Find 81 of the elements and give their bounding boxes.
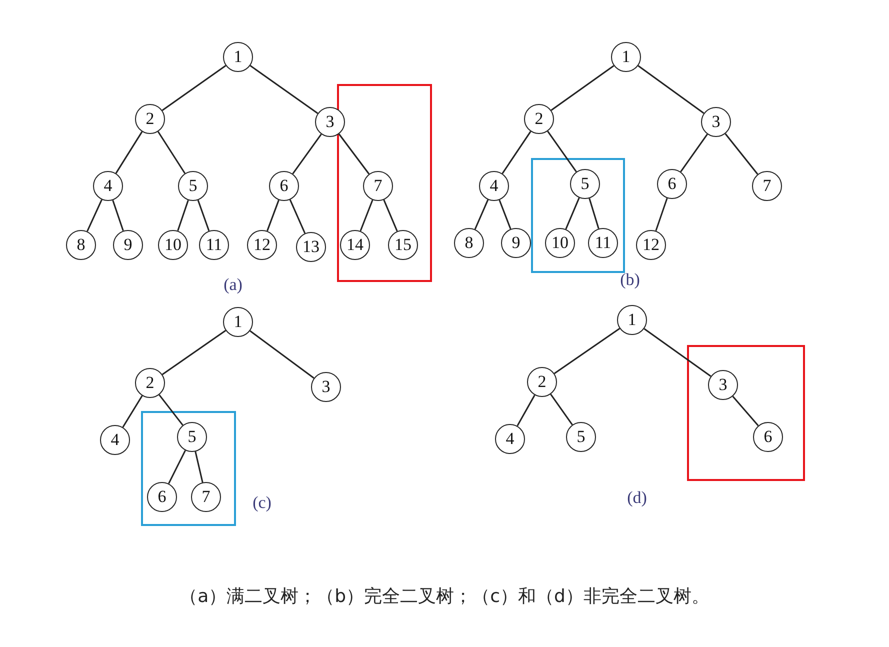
tree-edge xyxy=(588,198,600,229)
tree-edge xyxy=(732,396,759,426)
tree-node: 3 xyxy=(315,107,345,137)
tree-node: 5 xyxy=(570,169,600,199)
tree-node: 8 xyxy=(454,228,484,258)
tree-node: 5 xyxy=(177,422,207,452)
tree-edge xyxy=(266,200,280,232)
tree-node: 1 xyxy=(611,42,641,72)
tree-edge xyxy=(383,200,398,232)
tree-node: 8 xyxy=(66,230,96,260)
tree-edge xyxy=(516,394,536,426)
tree-node: 12 xyxy=(247,230,277,260)
tree-edge xyxy=(162,65,226,111)
tree-node: 6 xyxy=(269,171,299,201)
subfigure-label: (c) xyxy=(252,493,272,513)
subfigure-label: (b) xyxy=(620,270,640,290)
tree-node: 10 xyxy=(545,228,575,258)
tree-node: 7 xyxy=(191,482,221,512)
tree-node: 1 xyxy=(617,305,647,335)
tree-edge xyxy=(498,200,512,230)
tree-node: 6 xyxy=(753,422,783,452)
tree-edge xyxy=(724,133,758,175)
tree-edge xyxy=(638,65,704,114)
tree-node: 2 xyxy=(135,104,165,134)
tree-edge xyxy=(112,200,124,232)
tree-edge xyxy=(360,200,374,232)
tree-node: 5 xyxy=(178,171,208,201)
tree-node: 6 xyxy=(657,169,687,199)
tree-edge xyxy=(550,394,573,426)
tree-node: 2 xyxy=(527,367,557,397)
tree-edge xyxy=(655,198,668,232)
tree-node: 3 xyxy=(701,107,731,137)
tree-node: 13 xyxy=(296,232,326,262)
tree-edge xyxy=(197,200,210,232)
tree-node: 2 xyxy=(524,104,554,134)
tree-node: 11 xyxy=(199,230,229,260)
tree-node: 2 xyxy=(135,368,165,398)
tree-node: 6 xyxy=(147,482,177,512)
tree-edge xyxy=(550,65,614,111)
tree-edge xyxy=(177,200,189,232)
tree-edge xyxy=(554,328,620,374)
tree-edge xyxy=(338,134,370,174)
subfigure-label: (a) xyxy=(224,275,242,295)
tree-edge xyxy=(157,131,186,174)
tree-edge xyxy=(168,450,186,484)
tree-node: 9 xyxy=(501,228,531,258)
tree-edge xyxy=(122,395,143,428)
tree-node: 7 xyxy=(363,171,393,201)
tree-node: 1 xyxy=(223,307,253,337)
tree-edge xyxy=(680,134,708,172)
tree-node: 11 xyxy=(588,228,618,258)
tree-node: 7 xyxy=(752,171,782,201)
tree-node: 12 xyxy=(636,230,666,260)
tree-node: 5 xyxy=(566,422,596,452)
tree-node: 15 xyxy=(388,230,418,260)
tree-edge xyxy=(86,199,102,232)
caption: （a）满二叉树；（b）完全二叉树；（c）和（d）非完全二叉树。 xyxy=(180,586,710,607)
tree-edge xyxy=(292,134,322,174)
tree-edge xyxy=(644,328,712,377)
tree-edge xyxy=(250,65,318,114)
tree-edge xyxy=(474,199,489,230)
tree-edge xyxy=(547,130,577,172)
tree-node: 4 xyxy=(100,425,130,455)
tree-node: 10 xyxy=(158,230,188,260)
subfigure-label: (d) xyxy=(627,488,647,508)
tree-node: 4 xyxy=(479,171,509,201)
tree-node: 4 xyxy=(93,171,123,201)
tree-edge xyxy=(194,451,204,483)
tree-node: 1 xyxy=(223,42,253,72)
tree-node: 3 xyxy=(311,372,341,402)
tree-node: 3 xyxy=(708,370,738,400)
tree-node: 9 xyxy=(113,230,143,260)
tree-node: 14 xyxy=(340,230,370,260)
tree-edge xyxy=(162,330,226,376)
tree-edge xyxy=(115,131,143,174)
tree-node: 4 xyxy=(495,424,525,454)
tree-edge xyxy=(565,198,580,230)
tree-edge xyxy=(158,394,184,426)
tree-edge xyxy=(289,199,306,234)
tree-edge xyxy=(502,131,532,174)
tree-edge xyxy=(250,330,314,379)
